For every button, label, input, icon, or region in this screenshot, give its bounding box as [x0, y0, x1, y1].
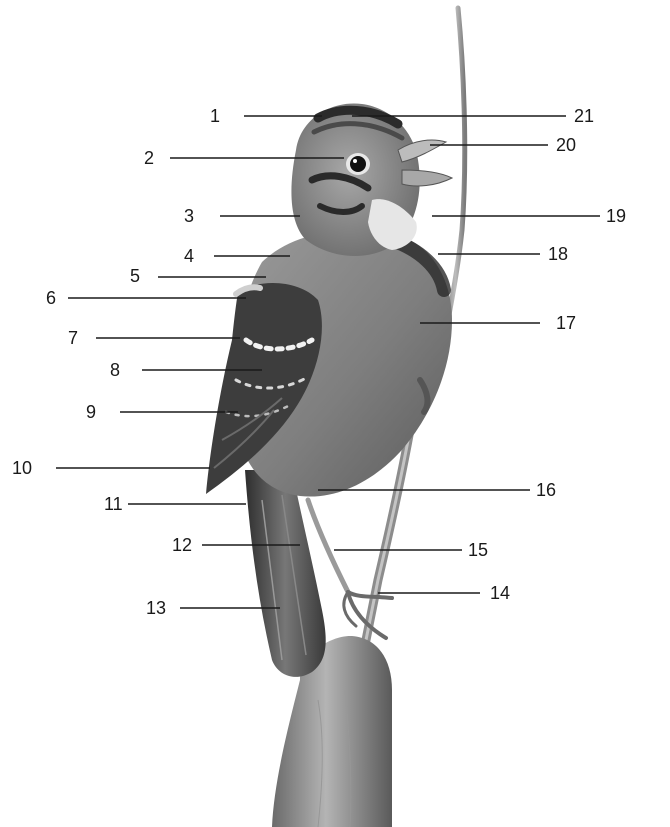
label-16: 16	[536, 480, 556, 500]
label-21: 21	[574, 106, 594, 126]
label-8: 8	[110, 360, 120, 380]
label-11: 11	[104, 494, 123, 514]
label-3: 3	[184, 206, 194, 226]
bird-tail	[245, 470, 326, 677]
label-4: 4	[184, 246, 194, 266]
label-6: 6	[46, 288, 56, 308]
label-2: 2	[144, 148, 154, 168]
label-17: 17	[556, 313, 576, 333]
label-7: 7	[68, 328, 78, 348]
bird-head	[291, 103, 452, 256]
label-1: 1	[210, 106, 220, 126]
label-20: 20	[556, 135, 576, 155]
label-15: 15	[468, 540, 488, 560]
label-14: 14	[490, 583, 510, 603]
label-13: 13	[146, 598, 166, 618]
label-10: 10	[12, 458, 32, 478]
label-5: 5	[130, 266, 140, 286]
label-12: 12	[172, 535, 192, 555]
label-9: 9	[86, 402, 96, 422]
label-18: 18	[548, 244, 568, 264]
label-19: 19	[606, 206, 626, 226]
